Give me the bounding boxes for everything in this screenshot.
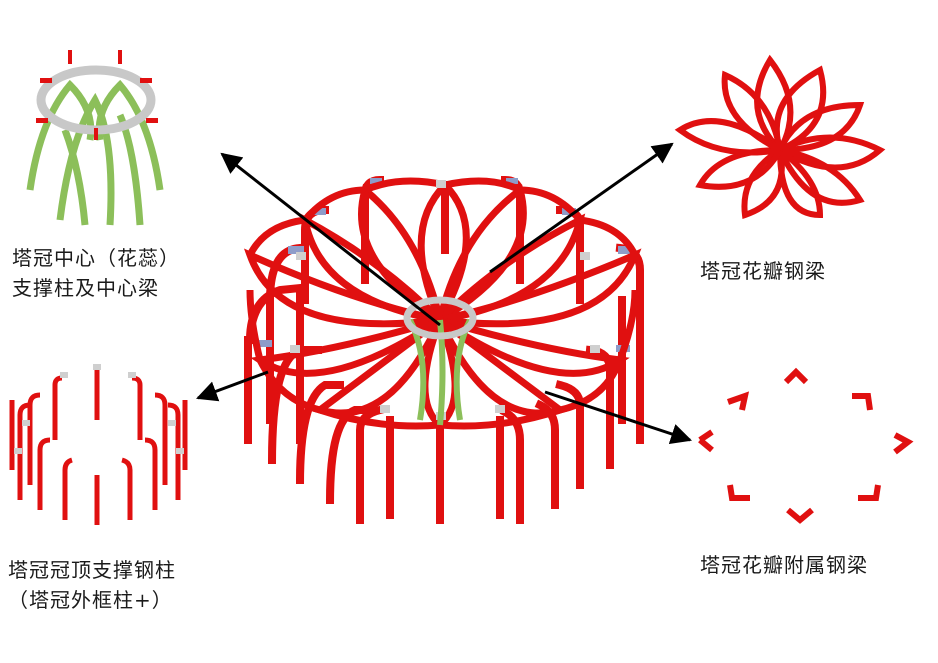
petal-sub-beams-component xyxy=(698,367,914,524)
arrow-to-columns xyxy=(196,370,269,402)
center-columns-component xyxy=(26,50,164,226)
pointer-arrows xyxy=(196,142,692,445)
label-petal-beam: 塔冠花瓣钢梁 xyxy=(700,259,826,283)
petal-beams-component xyxy=(674,54,886,220)
arrow-to-center xyxy=(220,152,441,327)
crown-columns-joints xyxy=(14,364,184,454)
assembly-center-ring xyxy=(403,296,477,340)
label-center-line2: 支撑柱及中心梁 xyxy=(12,276,159,300)
assembly-outer-arcs xyxy=(246,177,639,430)
arrow-to-sub-beams xyxy=(544,390,692,445)
label-petal-sub-beam: 塔冠花瓣附属钢梁 xyxy=(700,553,868,577)
crown-columns-component xyxy=(9,370,188,525)
label-center-columns: 塔冠中心（花蕊） 支撑柱及中心梁 xyxy=(12,243,180,303)
label-columns-line2: （塔冠外框柱+） xyxy=(8,588,173,612)
arrow-to-petal-beams xyxy=(489,142,674,274)
label-center-line1: 塔冠中心（花蕊） xyxy=(12,246,180,270)
tower-crown-assembly xyxy=(243,175,644,524)
label-crown-columns: 塔冠冠顶支撑钢柱 （塔冠外框柱+） xyxy=(8,555,176,615)
label-columns-line1: 塔冠冠顶支撑钢柱 xyxy=(8,558,176,582)
